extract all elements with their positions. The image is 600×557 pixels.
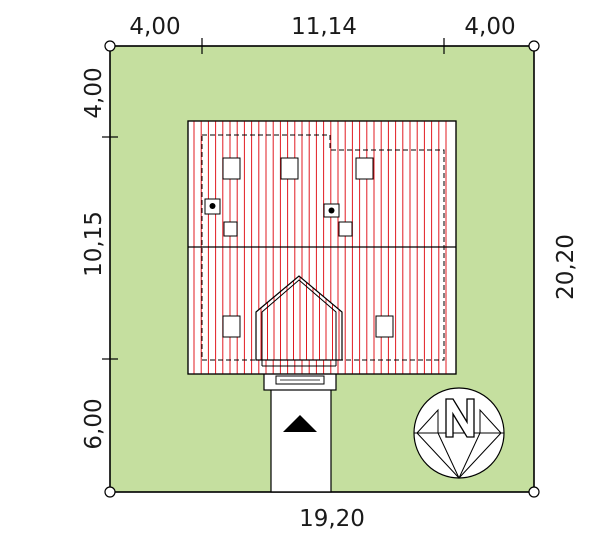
roof-window	[280, 157, 299, 180]
chimney-dot	[209, 203, 216, 209]
chimney-dot	[328, 207, 335, 214]
dimension-lines	[102, 38, 535, 493]
gable-eave	[261, 279, 337, 366]
dimension-right: 20,20	[553, 234, 579, 300]
dimension-bottom: 19,20	[299, 506, 365, 532]
dimension-top-right: 4,00	[464, 14, 515, 40]
dimension-left-bottom: 6,00	[81, 398, 107, 449]
dimension-left-middle: 10,15	[81, 211, 107, 277]
dimension-top-left: 4,00	[129, 14, 180, 40]
roof-window	[223, 221, 238, 237]
roof-window	[222, 157, 241, 180]
roof-window	[222, 315, 241, 338]
front-gable	[256, 276, 342, 360]
building-outline-dashed	[201, 134, 445, 361]
front-gable-outline	[255, 275, 343, 361]
driveway	[270, 387, 332, 493]
roof-window	[355, 157, 374, 180]
roof-window	[338, 221, 353, 237]
north-compass-icon	[413, 387, 505, 479]
dimension-left-top: 4,00	[81, 67, 107, 118]
dimension-nodes	[104, 40, 540, 498]
dimension-top-center: 11,14	[291, 14, 357, 40]
roof-window	[375, 315, 394, 338]
entrance-arrow-icon	[283, 415, 317, 432]
